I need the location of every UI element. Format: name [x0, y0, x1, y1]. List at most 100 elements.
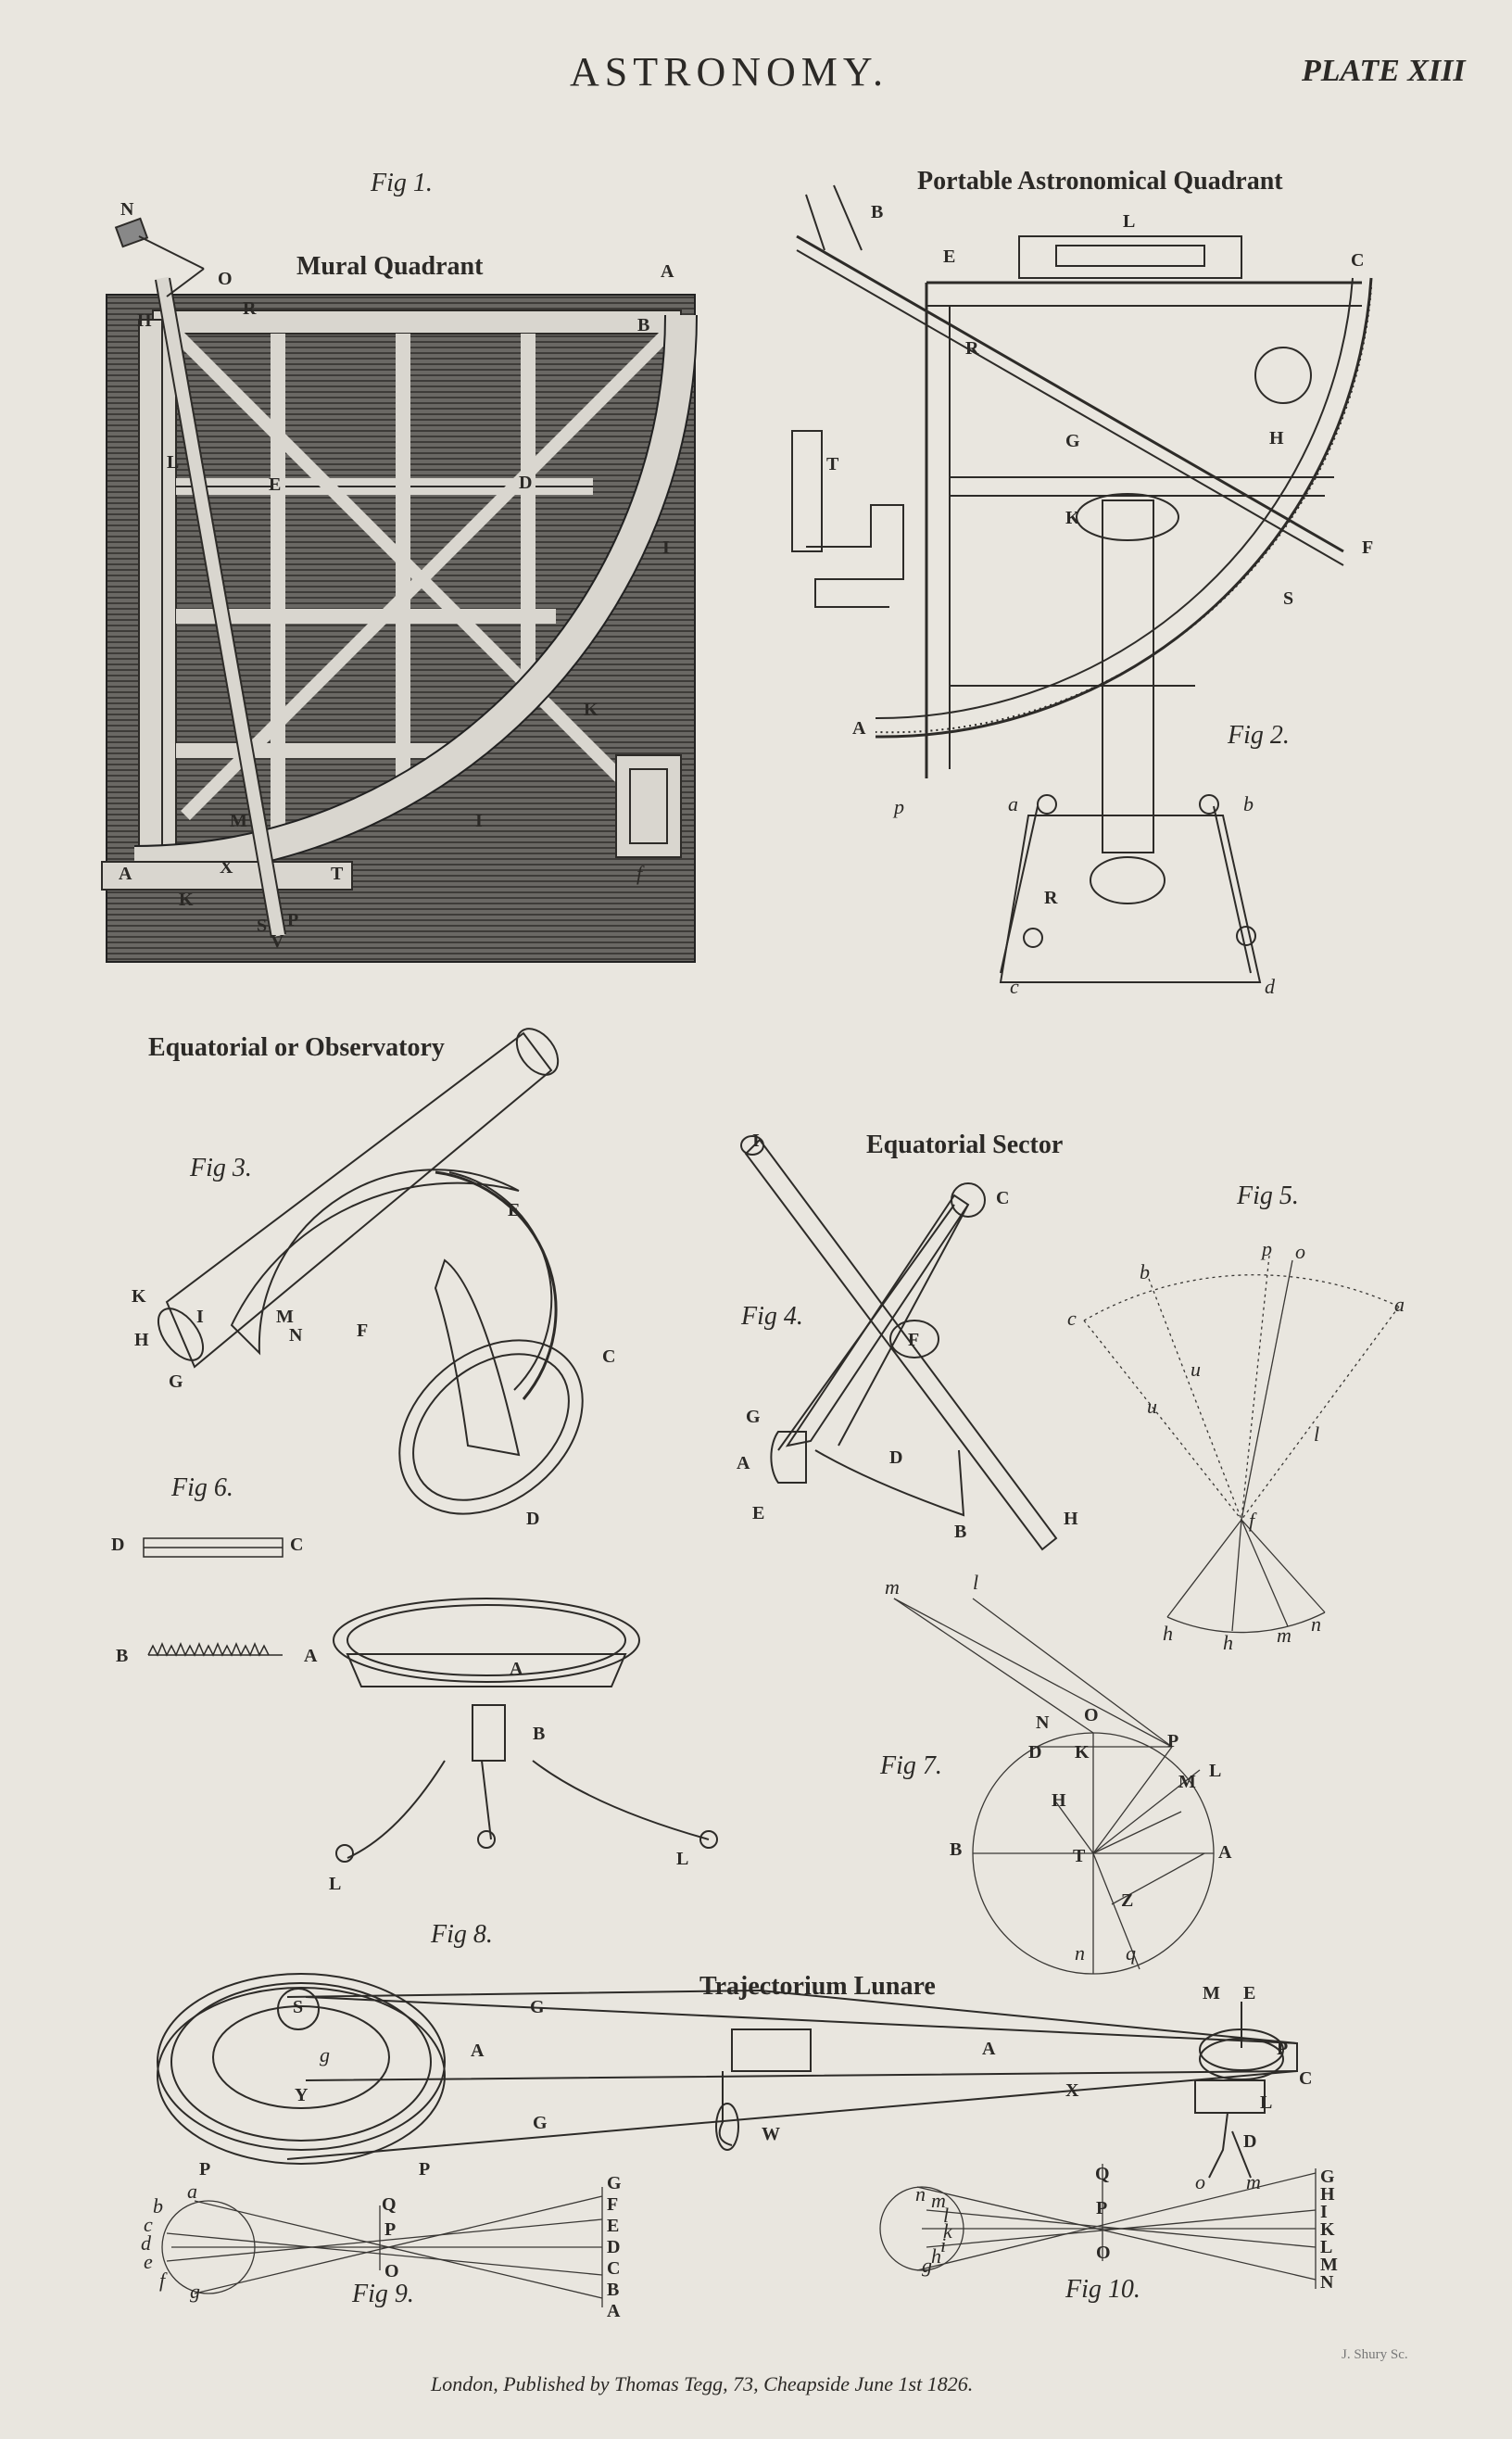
- fig5-letter: p: [1262, 1237, 1272, 1260]
- fig2-letter: T: [826, 454, 839, 474]
- fig8-letter: G: [530, 1997, 545, 2017]
- fig2-letter: K: [1065, 508, 1080, 528]
- fig7-letter: B: [950, 1839, 963, 1860]
- fig2-letter: R: [1044, 888, 1058, 908]
- fig8-letter: o: [1195, 2170, 1205, 2193]
- fig9-letter: e: [144, 2250, 153, 2273]
- fig10-letter: M: [1320, 2255, 1338, 2275]
- fig5-letter: h: [1223, 1631, 1233, 1654]
- fig3-letter: D: [526, 1509, 540, 1529]
- fig5-letter: n: [1311, 1612, 1321, 1636]
- fig10-letter: h: [931, 2244, 941, 2268]
- fig8-letter: P: [199, 2159, 211, 2180]
- fig2-label: Fig 2.: [1228, 721, 1290, 750]
- fig4-letter: A: [737, 1453, 750, 1473]
- fig5-letter: u: [1147, 1395, 1157, 1418]
- fig4-letter: E: [752, 1503, 765, 1523]
- fig9-letter: d: [141, 2231, 151, 2255]
- fig1-letter: X: [220, 857, 233, 878]
- fig1-letter: K: [179, 890, 194, 910]
- fig10-letter: m: [931, 2189, 946, 2212]
- fig1-letter: K: [584, 700, 598, 720]
- fig2-letter: S: [1283, 588, 1294, 609]
- fig3-letter: M: [276, 1307, 294, 1327]
- fig2-letter: G: [1065, 431, 1080, 451]
- fig8-letter: P: [1277, 2039, 1289, 2059]
- fig10-letter: L: [1320, 2237, 1333, 2257]
- fig5-letter: f: [1249, 1509, 1255, 1532]
- fig7-letter: M: [1178, 1772, 1196, 1792]
- fig1-label: Fig 1.: [371, 169, 433, 197]
- fig2-letter: d: [1265, 975, 1275, 998]
- fig8-letter: W: [762, 2124, 780, 2144]
- fig5-letter: m: [1277, 1624, 1292, 1647]
- fig3-letter: I: [196, 1307, 204, 1327]
- fig5-letter: o: [1295, 1240, 1305, 1263]
- fig7-letter: m: [885, 1575, 900, 1599]
- fig1-letter: H: [137, 310, 152, 331]
- fig10-letter: K: [1320, 2219, 1335, 2240]
- fig6-label: Fig 6.: [171, 1473, 233, 1502]
- fig10-letter: n: [915, 2182, 926, 2205]
- fig6-letter: B: [116, 1646, 129, 1666]
- fig1-letter: R: [243, 298, 257, 319]
- fig1-letter: M: [230, 811, 247, 831]
- fig3-letter: G: [169, 1371, 183, 1392]
- fig9-letter: G: [607, 2173, 622, 2193]
- fig5-letter: b: [1140, 1260, 1150, 1283]
- fig8-letter: P: [419, 2159, 431, 2180]
- publisher-imprint: London, Published by Thomas Tegg, 73, Ch…: [431, 2372, 974, 2395]
- fig2-letter: B: [871, 202, 884, 222]
- fig9-label: Fig 9.: [352, 2280, 414, 2308]
- fig8-letter: A: [471, 2041, 485, 2061]
- fig10-letter: H: [1320, 2184, 1335, 2205]
- fig1-mural-quadrant-drawing: [101, 217, 698, 963]
- fig10-label: Fig 10.: [1065, 2275, 1140, 2304]
- fig5-label: Fig 5.: [1237, 1182, 1299, 1210]
- fig7-letter: l: [973, 1571, 979, 1594]
- fig9-letter: D: [607, 2237, 621, 2257]
- fig9-letter: A: [607, 2301, 621, 2321]
- fig5-letter: u: [1191, 1358, 1201, 1381]
- fig4-letter: D: [889, 1447, 903, 1468]
- fig8-letter: G: [533, 2113, 548, 2133]
- fig3-letter: N: [289, 1325, 303, 1346]
- fig2-letter: F: [1362, 537, 1374, 558]
- engraver-credit: J. Shury Sc.: [1342, 2347, 1408, 2362]
- fig9-letter: a: [187, 2180, 197, 2203]
- fig1-letter: V: [271, 931, 284, 952]
- page-title: ASTRONOMY.: [570, 49, 889, 95]
- fig1-letter: T: [331, 864, 344, 884]
- fig4-letter: G: [746, 1407, 761, 1427]
- fig7-letter: D: [1028, 1742, 1042, 1763]
- fig7-letter: Z: [1121, 1890, 1134, 1911]
- fig8-letter: D: [1243, 2131, 1257, 2152]
- fig8-letter: A: [982, 2039, 996, 2059]
- fig3-letter: K: [132, 1286, 146, 1307]
- fig1-letter: D: [519, 473, 533, 493]
- fig1-letter: f: [636, 862, 643, 885]
- fig3-letter: A: [510, 1659, 523, 1679]
- fig9-letter: E: [607, 2216, 620, 2236]
- fig7-letter: H: [1052, 1790, 1066, 1811]
- fig5-letter: a: [1394, 1293, 1405, 1316]
- fig9-letter: Q: [382, 2194, 397, 2215]
- fig8-letter: g: [320, 2043, 330, 2066]
- fig7-letter: O: [1084, 1705, 1099, 1725]
- fig2-letter: L: [1123, 211, 1136, 232]
- fig3-label: Fig 3.: [190, 1154, 252, 1182]
- caption-trajectorium: Trajectorium Lunare: [699, 1972, 936, 2001]
- fig1-letter: I: [475, 811, 483, 831]
- fig2-letter: c: [1010, 975, 1019, 998]
- fig10-diagram: [879, 2164, 1317, 2289]
- fig10-letter: O: [1096, 2243, 1111, 2263]
- fig10-letter: G: [1320, 2167, 1335, 2187]
- fig10-letter: l: [943, 2204, 950, 2227]
- fig7-letter: N: [1036, 1712, 1050, 1733]
- fig7-letter: P: [1167, 1731, 1179, 1751]
- fig1-letter: S: [257, 916, 268, 936]
- caption-mural-quadrant: Mural Quadrant: [296, 252, 484, 281]
- fig5-diagram: [1083, 1255, 1400, 1634]
